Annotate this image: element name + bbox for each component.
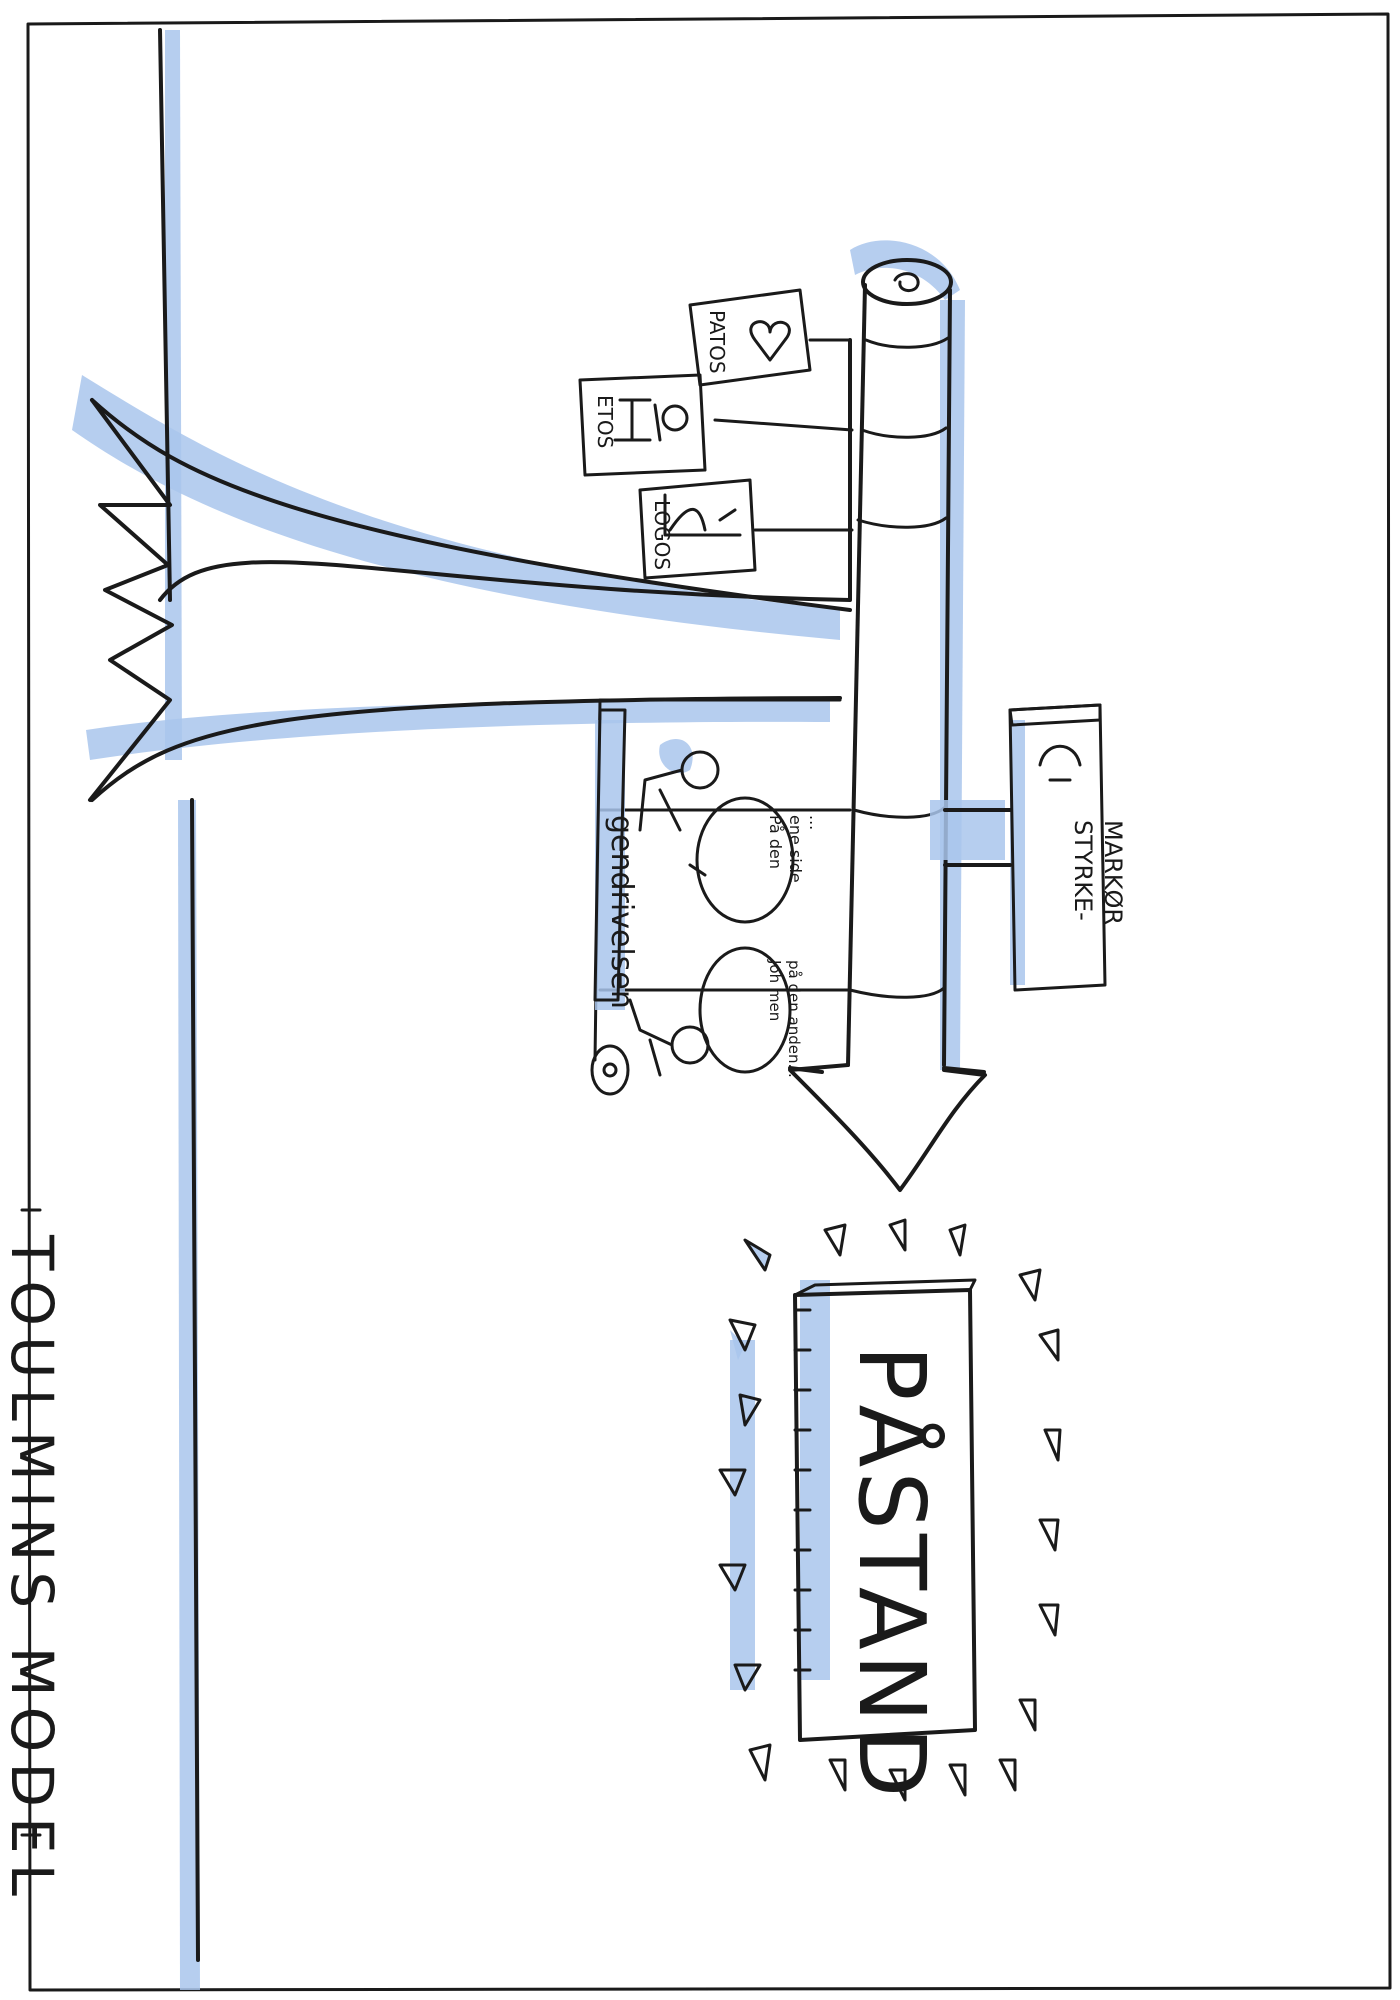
rebuttal-log-icon — [590, 1044, 630, 1096]
claim-rays — [718, 1218, 1062, 1802]
heart-icon — [749, 320, 791, 362]
rebuttal-group: gendrivelsen På den ene side ... Joh men — [590, 698, 852, 1096]
backing-patos: PATOS — [688, 288, 852, 387]
claim-box: PÅSTAND — [730, 1278, 977, 1801]
bubble-right-line-2: på den anden... — [785, 960, 803, 1078]
qualifier-box: STYRKE- MARKØR — [930, 703, 1127, 992]
backing-label-logos: LOGOS — [650, 500, 674, 570]
bubble-left-line-3: ... — [806, 815, 825, 830]
qualifier-line-2: MARKØR — [1099, 820, 1127, 925]
backing-etos: ETOS — [578, 373, 854, 477]
bubble-left-line-1: På den — [766, 815, 785, 869]
backing-logos: LOGOS — [638, 478, 854, 580]
backing-label-etos: ETOS — [593, 395, 617, 448]
podium-speaker-icon — [613, 398, 689, 442]
rebuttal-label: gendrivelsen — [604, 815, 639, 1009]
tree-trunk — [72, 28, 852, 1990]
claim-label: PÅSTAND — [838, 1345, 946, 1801]
person-right-icon — [628, 998, 710, 1077]
page-title: TOULMINS MODEL — [0, 1234, 66, 1906]
backing-label-patos: PATOS — [705, 310, 729, 374]
speech-bubble-left — [695, 796, 795, 924]
title-bracket — [20, 1208, 42, 1837]
qualifier-label: STYRKE- MARKØR — [1069, 820, 1127, 928]
bubble-left-line-2: ene side — [786, 815, 805, 883]
bubble-right-text: Joh men på den anden... — [766, 959, 803, 1078]
graph-icon — [663, 493, 742, 537]
gauge-icon — [1038, 744, 1082, 782]
bubble-left-text: På den ene side ... — [766, 815, 825, 888]
speech-bubble-right — [698, 946, 792, 1074]
person-left-icon — [638, 739, 720, 832]
bubble-right-line-1: Joh men — [766, 959, 784, 1021]
qualifier-line-1: STYRKE- — [1069, 820, 1097, 921]
claim-arrow — [788, 240, 987, 1192]
page-frame — [26, 12, 1392, 1992]
